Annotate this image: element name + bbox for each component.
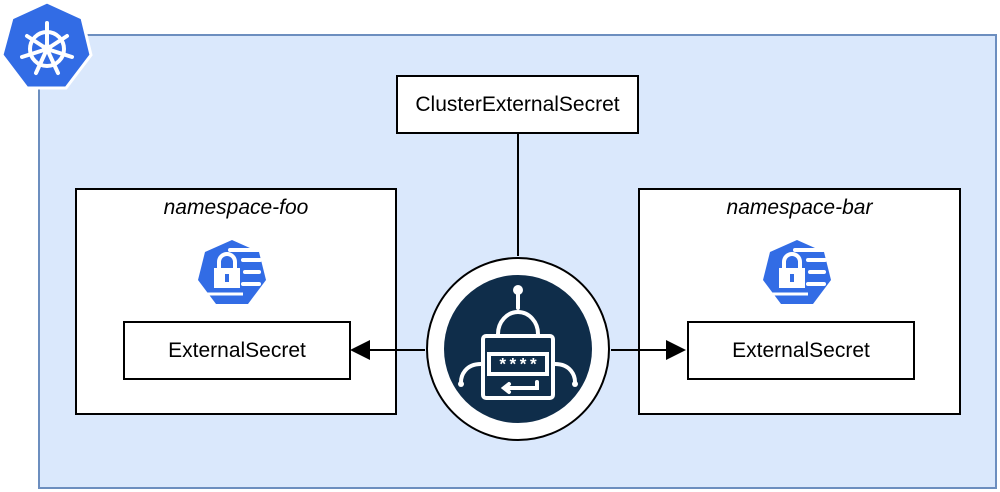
- secret-icon: [198, 240, 266, 304]
- namespace-bar-container: namespace-bar ExternalSecret: [638, 188, 961, 415]
- operator-display-text: ****: [498, 357, 539, 376]
- external-secret-foo-label: ExternalSecret: [168, 338, 306, 362]
- cluster-external-secret-label: ClusterExternalSecret: [415, 92, 620, 116]
- namespace-foo-title: namespace-foo: [163, 196, 309, 219]
- external-secret-bar-label: ExternalSecret: [732, 338, 870, 362]
- secret-icon: [763, 240, 831, 304]
- external-secret-foo-box: ExternalSecret: [123, 321, 351, 380]
- namespace-foo-container: namespace-foo ExternalSecret: [75, 188, 397, 415]
- operator-robot-icon: ****: [426, 257, 610, 441]
- namespace-bar-title: namespace-bar: [726, 196, 873, 219]
- kubernetes-logo-icon: [0, 0, 93, 90]
- cluster-external-secret-box: ClusterExternalSecret: [396, 75, 639, 134]
- external-secret-bar-box: ExternalSecret: [687, 321, 915, 380]
